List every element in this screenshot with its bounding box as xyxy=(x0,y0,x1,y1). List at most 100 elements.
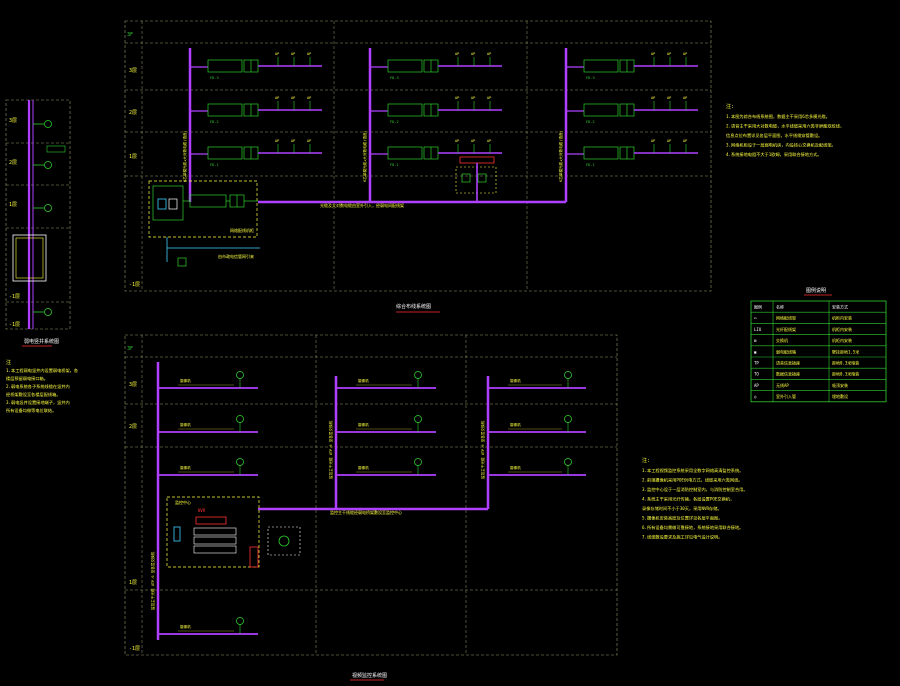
ap-label: AP xyxy=(683,52,687,56)
unit-label: FD-2 xyxy=(210,120,219,124)
system2-risers: 监控主干光缆 UTP-6 至各层交换机监控主干光缆 UTP-6 至各层交换机监控… xyxy=(150,362,490,640)
legend-header: 图例 xyxy=(754,304,762,310)
camera-label: 摄像机 xyxy=(510,378,521,383)
system2-riser-text: 监控主干光缆 UTP-6 至各层交换机 xyxy=(480,420,485,479)
camera-branch: 摄像机 xyxy=(336,415,436,433)
ap-label: AP xyxy=(307,52,311,56)
riser-notes: 1.本工程弱电竖井内设置弱电桥架，各楼层预留弱电接口箱。2.弱电系统各子系统线缆… xyxy=(6,367,79,414)
left-riser-diagram: 3层 2层 1层 -1层 -1层 弱电竖井系统图 注 1.本工程弱电竖井内设置弱… xyxy=(5,99,79,414)
note-line: 1.本工程视频监控系统采用全数字网络高清监控系统。 xyxy=(642,467,743,474)
legend-cell: 吸顶安装 xyxy=(832,382,848,388)
system1-cabinet-text: 网络配线机柜 xyxy=(230,227,254,233)
riser-notes-head: 注 xyxy=(6,359,11,366)
note-line: 2.前端摄像机采用POE供电方式，线缆采用六类网线。 xyxy=(642,477,743,484)
camera-branch: 摄像机 xyxy=(488,458,586,476)
legend-cell: 埋地敷设 xyxy=(832,393,848,399)
legend-cell: 距地0.3米暗装 xyxy=(832,360,859,366)
system2-diagram: 3F 3层 2层 1层 -1层 监控主干光缆 UTP-6 至各层交换机监控主干光… xyxy=(124,334,618,681)
unit-label: FD-2 xyxy=(586,120,595,124)
riser-title: 弱电竖井系统图 xyxy=(24,338,59,345)
system2-riser-text: 监控主干光缆 UTP-6 至各层交换机 xyxy=(150,551,155,610)
sys2-floor-top: 3F xyxy=(127,346,133,352)
riser-cabinet xyxy=(12,234,47,282)
ap-label: AP xyxy=(455,96,459,100)
sys1-floor-2: 2层 xyxy=(129,110,137,116)
note-line: 4.系统接地电阻不大于1欧姆，采用联合接地方式。 xyxy=(726,151,822,158)
legend-cell: 光纤配线架 xyxy=(776,326,796,332)
legend-cell: 数据信息插座 xyxy=(776,371,800,377)
sys1-floor-top: 3F xyxy=(127,32,133,38)
note-line: 所有设备均做等电位联结。 xyxy=(6,407,56,414)
ap-label: AP xyxy=(487,139,491,143)
note-line: 楼层预留弱电接口箱。 xyxy=(6,375,48,382)
ap-label: AP xyxy=(471,52,475,56)
sys2-floor-1: 1层 xyxy=(129,580,137,586)
camera-icon xyxy=(236,415,244,423)
riser-floor-1: 1层 xyxy=(9,202,17,208)
legend-cell: TP xyxy=(754,361,759,366)
camera-label: 摄像机 xyxy=(180,465,191,470)
sys2-floor-2: 2层 xyxy=(129,424,137,430)
ap-label: AP xyxy=(275,96,279,100)
sys2-floor-3: 3层 xyxy=(129,382,137,388)
ap-label: AP xyxy=(291,52,295,56)
system2-notes-head: 注: xyxy=(642,457,650,464)
note-line: 信息点位布置详见各层平面图，水平线缆穿管敷设。 xyxy=(726,132,822,139)
legend-cell: 弱电配线箱 xyxy=(776,348,796,354)
camera-branch: 摄像机 xyxy=(488,415,586,433)
note-line: 3.网络机柜设于一层弱电机房，内设核心交换机及配线架。 xyxy=(726,142,836,149)
note-line: 6.所有设备均需做可靠接地，系统接地采用联合接地。 xyxy=(642,524,743,531)
ap-label: AP xyxy=(275,139,279,143)
system1-main-bus-text: 光缆及大对数电缆由室外引入，经弱电间配线架 xyxy=(320,202,404,208)
system1-title: 综合布线系统图 xyxy=(396,303,431,310)
sys1-floor-3: 3层 xyxy=(129,68,137,74)
ap-label: AP xyxy=(651,139,655,143)
legend-cell: 机柜内安装 xyxy=(832,337,852,343)
ap-label: AP xyxy=(471,96,475,100)
sys1-floor-b1: -1层 xyxy=(129,282,140,288)
legend-cell: ⊠ xyxy=(754,338,757,343)
note-line: 1.本图为综合布线系统图，数据主干采用6芯多模光缆。 xyxy=(726,113,830,120)
riser-floor-b1: -1层 xyxy=(9,294,20,300)
unit-label: FD-1 xyxy=(586,163,595,167)
legend-cell: 室外引入管 xyxy=(776,393,796,399)
sys2-floor-b1: -1层 xyxy=(129,646,140,652)
riser-outlets xyxy=(33,120,66,316)
legend-cell: 语音信息插座 xyxy=(776,360,800,366)
note-line: 2.语音主干采用大对数电缆，水平线缆采用六类非屏蔽双绞线， xyxy=(726,123,844,130)
note-line: 3.弱电竖井设置接地端子，竖井内 xyxy=(6,399,70,406)
system1-floor-unit: FD-2 AP AP AP xyxy=(566,96,698,124)
legend-cell: 壁挂距地1.5米 xyxy=(832,348,859,354)
camera-icon xyxy=(564,371,572,379)
ap-label: AP xyxy=(307,96,311,100)
ap-label: AP xyxy=(667,139,671,143)
ap-label: AP xyxy=(651,52,655,56)
system1-diagram: 3F 3层 2层 1层 -1层 6芯单模光缆+大对数电缆(语音)6芯单模光缆+大… xyxy=(124,20,712,313)
system1-frame xyxy=(124,20,712,292)
legend-cell: ▣ xyxy=(754,349,757,354)
riser-floor-2: 2层 xyxy=(9,160,17,166)
legend-title: 图例说明 xyxy=(806,287,826,294)
unit-label: FD-3 xyxy=(210,76,219,80)
legend-cell: 无线AP xyxy=(776,382,789,388)
system1-floor-unit: FD-3 AP AP AP xyxy=(190,52,322,80)
legend-frame xyxy=(750,300,887,403)
note-line: 5.摄像机安装高度及位置详见各层平面图。 xyxy=(642,515,722,522)
system1-cabinet xyxy=(148,180,258,238)
ap-label: AP xyxy=(667,96,671,100)
ap-label: AP xyxy=(651,96,655,100)
ap-label: AP xyxy=(683,96,687,100)
note-line: 录像存储时间不小于30天，采用NVR存储。 xyxy=(642,505,722,512)
legend-cell: 交换机 xyxy=(776,337,788,343)
legend-header: 名称 xyxy=(776,304,784,310)
ap-label: AP xyxy=(291,139,295,143)
legend-cell: 距地0.3米暗装 xyxy=(832,371,859,377)
ap-label: AP xyxy=(275,52,279,56)
system2-riser-text: 监控主干光缆 UTP-6 至各层交换机 xyxy=(328,420,333,479)
camera-branch: 摄像机 xyxy=(158,415,258,433)
camera-branch: 摄像机 xyxy=(158,617,258,635)
